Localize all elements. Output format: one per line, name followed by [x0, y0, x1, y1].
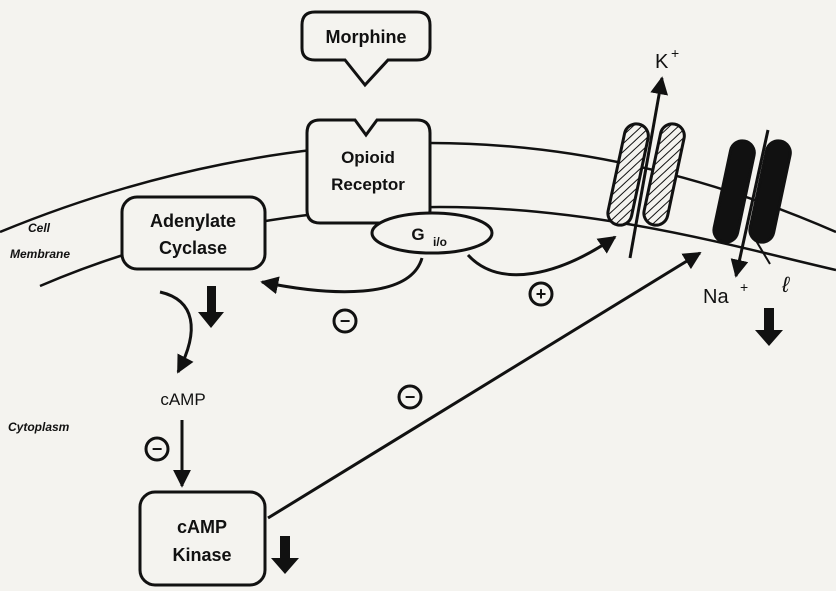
g-protein-label: G: [411, 225, 424, 244]
cell-membrane-label-line2: Membrane: [10, 247, 70, 261]
g-protein-ellipse: [372, 213, 492, 253]
receptor-label-line2: Receptor: [331, 175, 405, 194]
kinase-decrease-arrow: [271, 536, 299, 574]
stimulate-sign: +: [536, 284, 547, 304]
inhibit-sign-3: −: [405, 387, 416, 407]
script-l-label: ℓ: [781, 272, 790, 297]
camp-label: cAMP: [160, 390, 205, 409]
kinase-label-line1: cAMP: [177, 517, 227, 537]
adenylate-cyclase-box: [122, 197, 265, 269]
adenylate-label-line1: Adenylate: [150, 211, 236, 231]
na-ion-charge: +: [740, 279, 748, 295]
camp-kinase-box: [140, 492, 265, 585]
g-to-k-channel-arrow: [468, 237, 615, 275]
adenylate-decrease-arrow: [198, 286, 224, 328]
morphine-callout: [302, 12, 430, 85]
inhibit-sign-1: −: [340, 311, 351, 331]
k-ion-label: K: [655, 51, 669, 73]
adenylate-to-camp-arrow: [160, 292, 191, 372]
cell-membrane-label-line1: Cell: [28, 221, 51, 235]
morphine-label: Morphine: [326, 27, 407, 47]
inhibit-sign-2: −: [152, 439, 163, 459]
na-decrease-arrow: [755, 308, 783, 346]
na-ion-label: Na: [703, 286, 729, 308]
kinase-label-line2: Kinase: [172, 545, 231, 565]
g-to-adenylate-arrow: [262, 258, 422, 292]
g-protein-subscript: i/o: [433, 235, 447, 249]
receptor-label-line1: Opioid: [341, 148, 395, 167]
adenylate-label-line2: Cyclase: [159, 238, 227, 258]
cytoplasm-label: Cytoplasm: [8, 420, 70, 434]
k-ion-charge: +: [671, 45, 679, 61]
opioid-receptor-box: [307, 120, 430, 223]
